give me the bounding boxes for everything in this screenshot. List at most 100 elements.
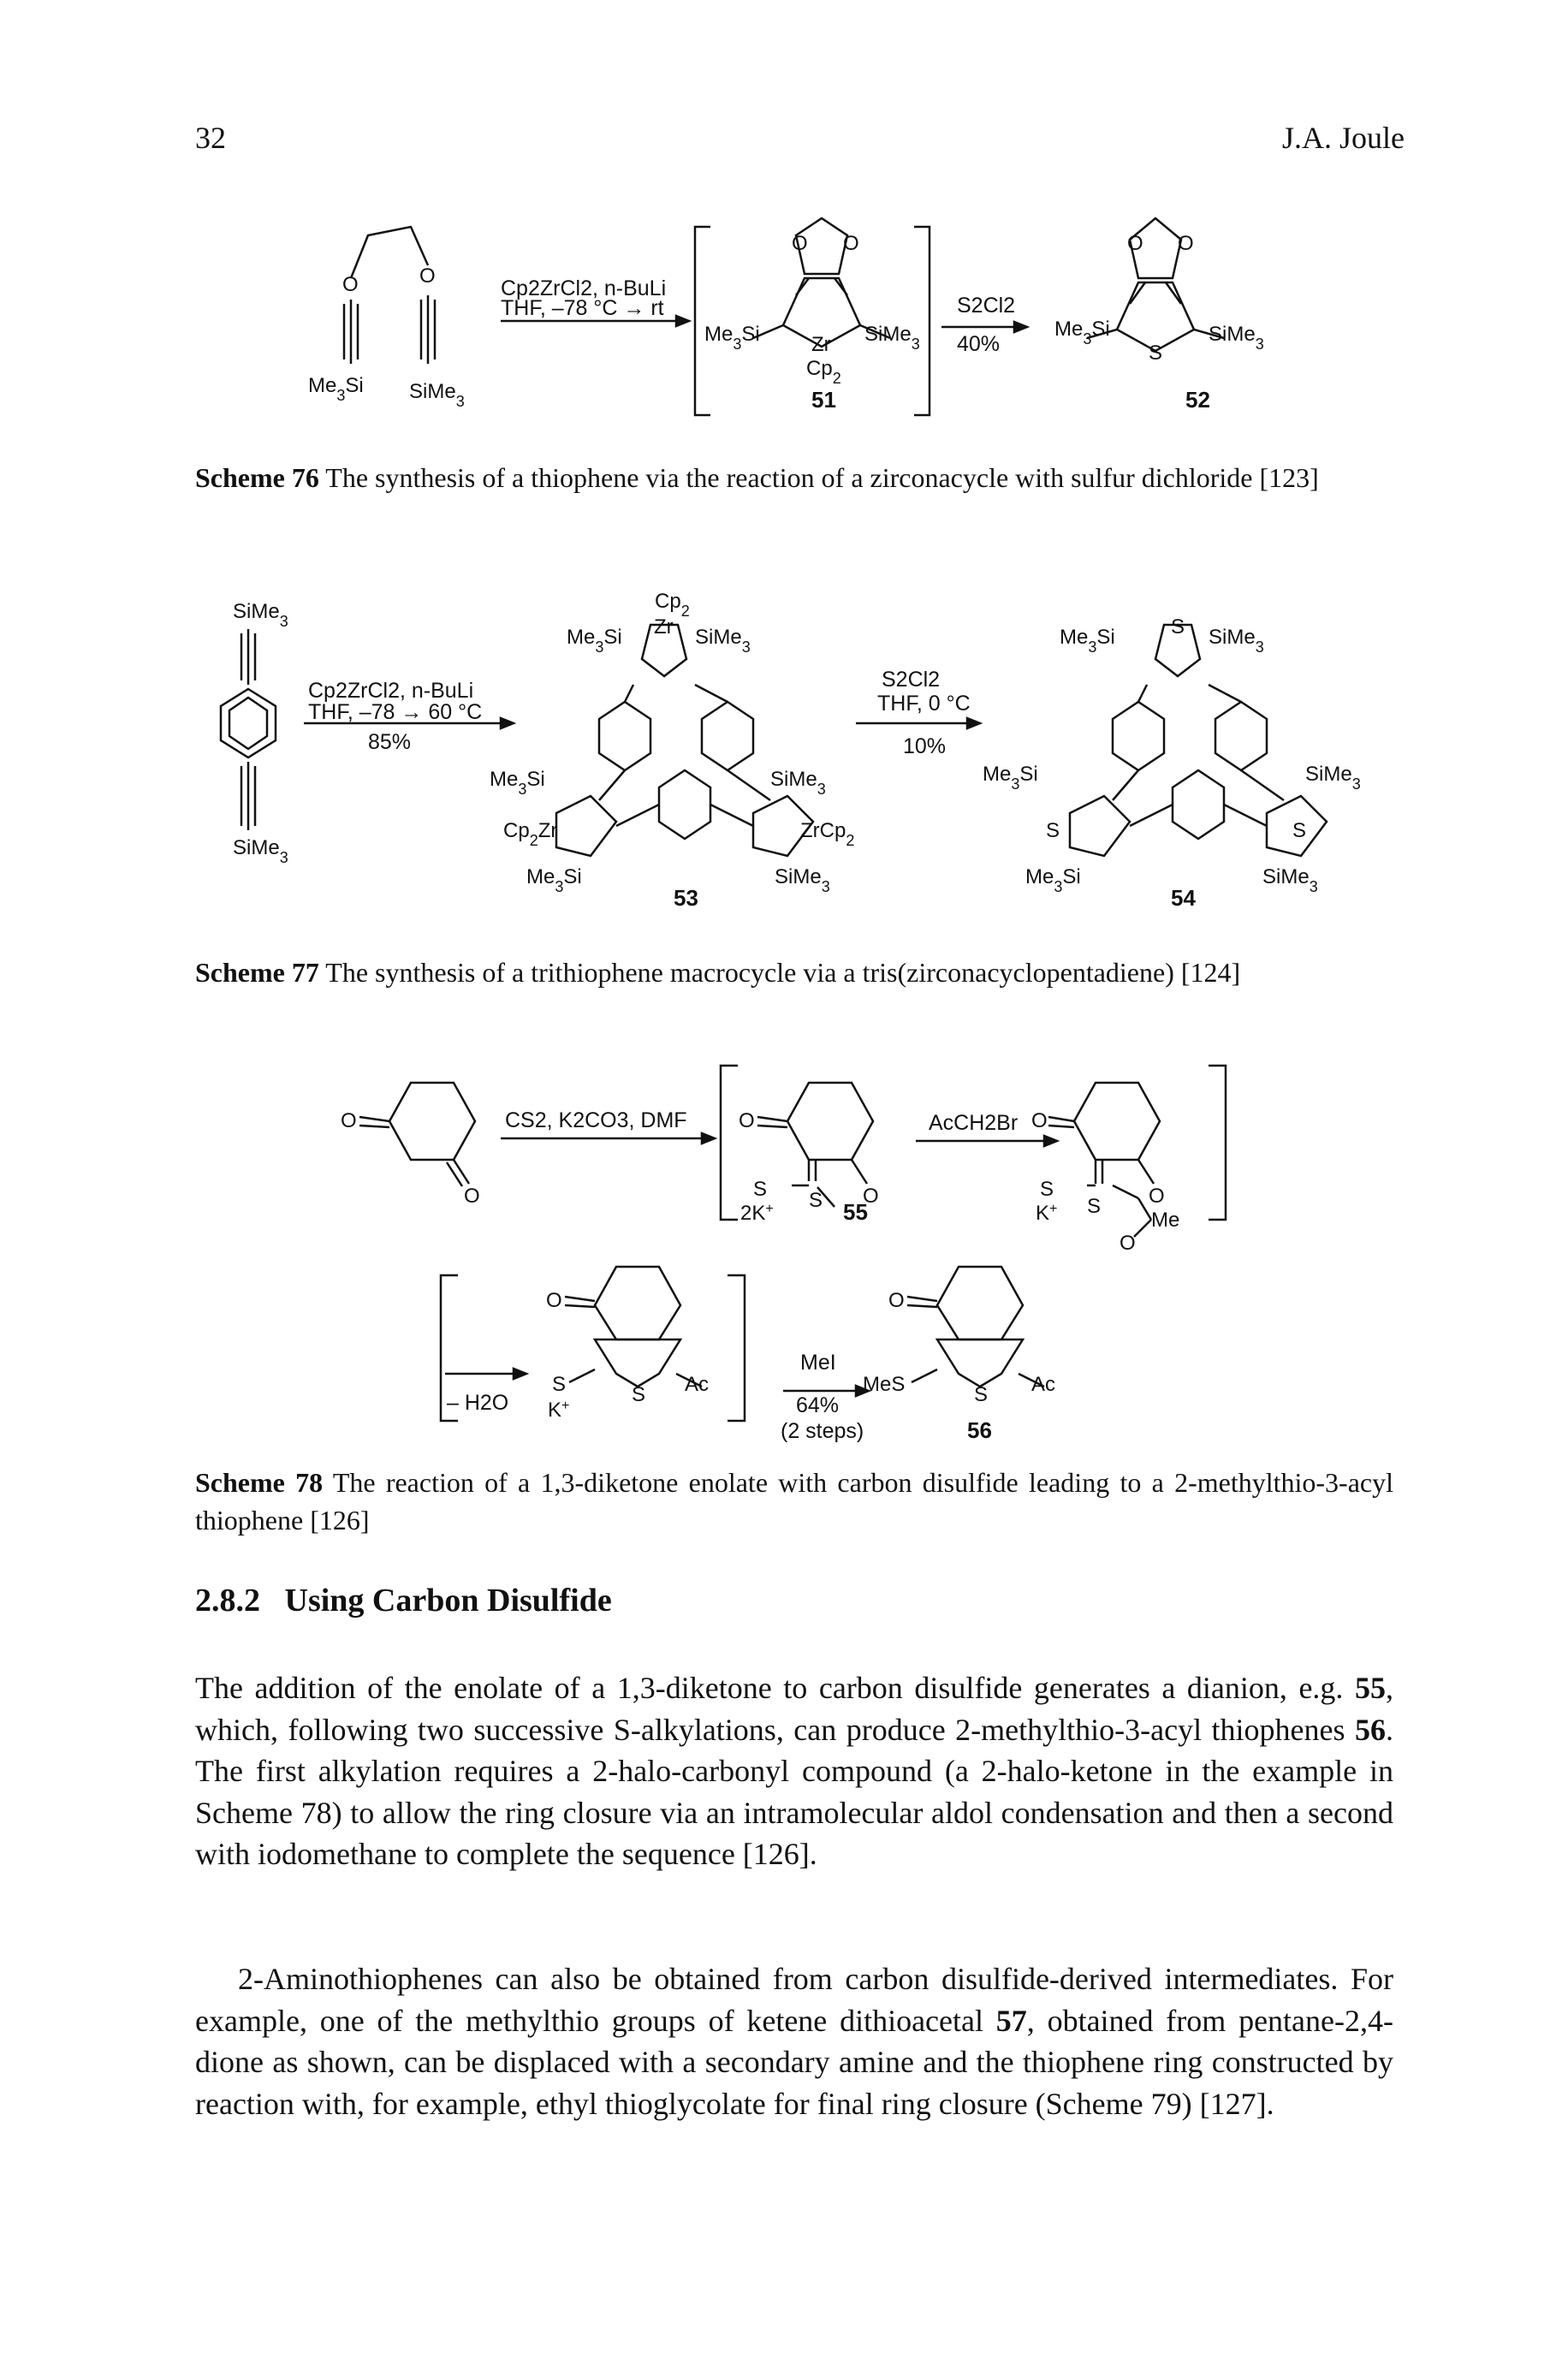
svg-text:S: S	[1087, 1195, 1101, 1218]
svg-text:O: O	[863, 1185, 879, 1208]
svg-text:ZrCp2: ZrCp2	[800, 819, 854, 849]
compound-ref-56: 56	[1355, 1712, 1386, 1747]
svg-text:S: S	[974, 1383, 988, 1406]
paragraph-2-text-1: 2-Aminothiophenes can also be obtained f…	[195, 1962, 1393, 2038]
scheme-78-reagent-1: CS2, K2CO3, DMF	[505, 1108, 687, 1132]
compound-55-label: 55	[843, 1199, 868, 1225]
paragraph-2-text-2: , obtained from pentane-2,4-dione as sho…	[195, 2003, 1393, 2121]
scheme-78-diagram: O O CS2, K2CO3, DMF O O S 2K+ S 55 AcCH2…	[341, 1064, 1227, 1443]
svg-text:SiMe3: SiMe3	[1305, 763, 1361, 793]
svg-text:Cp2Zr: Cp2Zr	[503, 819, 557, 849]
scheme-76-diagram: O O Me3Si SiMe3 Cp2ZrCl2, n-BuLi THF, –7…	[308, 217, 1264, 417]
svg-text:SiMe3: SiMe3	[1262, 865, 1318, 895]
svg-text:O: O	[792, 232, 808, 255]
scheme-77-caption-label: Scheme 77	[195, 957, 319, 988]
svg-text:O: O	[1120, 1232, 1136, 1255]
section-heading: 2.8.2 Using Carbon Disulfide	[195, 1582, 612, 1619]
svg-text:Me3Si: Me3Si	[983, 763, 1038, 793]
scheme-76-caption-label: Scheme 76	[195, 462, 319, 493]
scheme-77-reagent-4: THF, 0 °C	[877, 692, 971, 716]
scheme-77-reagent-3: S2Cl2	[882, 668, 940, 692]
svg-text:MeS: MeS	[863, 1373, 905, 1396]
svg-text:S: S	[1040, 1178, 1054, 1201]
scheme-76-caption: Scheme 76 The synthesis of a thiophene v…	[195, 459, 1393, 496]
section-title: Using Carbon Disulfide	[284, 1583, 612, 1619]
running-head: J.A. Joule	[1282, 121, 1405, 155]
svg-text:O: O	[1031, 1109, 1048, 1132]
svg-text:SiMe3: SiMe3	[233, 600, 288, 630]
svg-text:SiMe3: SiMe3	[1209, 323, 1264, 353]
paragraph-1-text-1: The addition of the enolate of a 1,3-dik…	[195, 1671, 1355, 1705]
svg-text:S: S	[1046, 819, 1060, 842]
svg-text:S: S	[1171, 615, 1185, 639]
svg-text:SiMe3: SiMe3	[233, 836, 288, 866]
svg-text:Me3Si: Me3Si	[1060, 626, 1115, 656]
svg-text:O: O	[843, 232, 859, 255]
paragraph-1-text-2: , which, following two successive S-alky…	[195, 1671, 1393, 1747]
scheme-78-dehydration: – H2O	[447, 1391, 508, 1415]
svg-text:O: O	[342, 273, 359, 296]
svg-text:2K+: 2K+	[740, 1202, 774, 1226]
svg-text:K+: K+	[1036, 1202, 1057, 1226]
svg-text:SiMe3: SiMe3	[775, 865, 830, 895]
svg-text:Me3Si: Me3Si	[490, 768, 545, 798]
scheme-77-reagent-1: Cp2ZrCl2, n-BuLi	[308, 679, 473, 703]
svg-text:Me3Si: Me3Si	[567, 626, 622, 656]
paragraph-1: The addition of the enolate of a 1,3-dik…	[195, 1667, 1393, 1875]
svg-text:K+: K+	[548, 1399, 569, 1423]
compound-51-label: 51	[811, 387, 836, 413]
scheme-78-caption: Scheme 78 The reaction of a 1,3-diketone…	[195, 1464, 1393, 1539]
svg-text:Cp2: Cp2	[806, 357, 841, 387]
svg-text:S: S	[753, 1178, 767, 1201]
svg-text:O: O	[1149, 1185, 1165, 1208]
scheme-76-yield: 40%	[957, 332, 1000, 356]
scheme-78-reagent-3: MeI	[800, 1351, 836, 1375]
scheme-77-yield-1: 85%	[368, 730, 411, 754]
svg-text:Me: Me	[1151, 1209, 1179, 1232]
scheme-78-yield: 64%	[796, 1393, 839, 1417]
svg-text:O: O	[739, 1109, 755, 1132]
svg-text:SiMe3: SiMe3	[695, 626, 751, 656]
svg-text:S: S	[809, 1189, 823, 1212]
svg-text:Ac: Ac	[685, 1373, 709, 1396]
scheme-78-caption-text: The reaction of a 1,3-diketone enolate w…	[195, 1467, 1394, 1535]
scheme-76-reagent-1: Cp2ZrCl2, n-BuLi	[501, 276, 666, 300]
compound-53-label: 53	[674, 885, 698, 911]
svg-text:O: O	[1178, 232, 1194, 255]
svg-text:Me3Si: Me3Si	[526, 865, 582, 895]
scheme-76-reagent-2: THF, –78 °C → rt	[501, 296, 664, 320]
compound-54-label: 54	[1171, 885, 1196, 911]
svg-text:O: O	[341, 1109, 357, 1132]
svg-text:S: S	[1149, 342, 1162, 365]
compound-56-label: 56	[967, 1417, 992, 1443]
scheme-77-caption-text: The synthesis of a trithiophene macrocyc…	[325, 957, 1241, 988]
page-number: 32	[195, 121, 226, 155]
svg-text:Ac: Ac	[1031, 1373, 1055, 1396]
svg-text:SiMe3: SiMe3	[1209, 626, 1264, 656]
scheme-77-yield-2: 10%	[903, 734, 946, 758]
compound-ref-55: 55	[1355, 1671, 1386, 1705]
scheme-77-caption: Scheme 77 The synthesis of a trithiophen…	[195, 953, 1393, 991]
svg-text:Me3Si: Me3Si	[308, 374, 364, 404]
scheme-78-caption-label: Scheme 78	[195, 1467, 324, 1498]
svg-text:SiMe3: SiMe3	[770, 768, 826, 798]
scheme-77-reagent-2: THF, –78 → 60 °C	[308, 700, 482, 724]
svg-text:O: O	[419, 264, 436, 288]
svg-text:S: S	[632, 1383, 645, 1406]
svg-text:SiMe3: SiMe3	[409, 380, 465, 410]
compound-ref-57: 57	[995, 2003, 1027, 2038]
compound-52-label: 52	[1185, 387, 1210, 413]
svg-text:O: O	[1127, 232, 1143, 255]
scheme-76-reagent-3: S2Cl2	[957, 294, 1015, 318]
svg-text:Me3Si: Me3Si	[1025, 865, 1081, 895]
scheme-78-reagent-2: AcCH2Br	[929, 1111, 1018, 1135]
section-number: 2.8.2	[195, 1583, 260, 1619]
paragraph-2: 2-Aminothiophenes can also be obtained f…	[195, 1958, 1393, 2124]
svg-text:O: O	[464, 1185, 480, 1208]
scheme-77-diagram: SiMe3 SiMe3 Cp2ZrCl2, n-BuLi THF, –78 → …	[219, 590, 1361, 911]
svg-text:Me3Si: Me3Si	[704, 323, 760, 353]
svg-text:S: S	[552, 1373, 566, 1396]
svg-text:O: O	[546, 1289, 562, 1312]
svg-text:O: O	[888, 1289, 905, 1312]
svg-text:S: S	[1292, 819, 1306, 842]
